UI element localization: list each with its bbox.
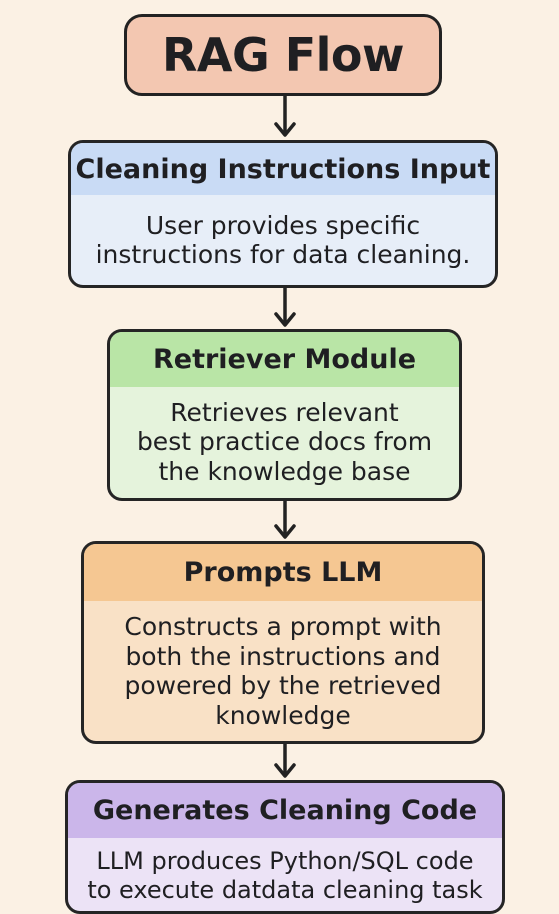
arrow-step3-to-step4 bbox=[274, 744, 296, 781]
arrow-step2-to-step3 bbox=[274, 501, 296, 542]
step-heading: Prompts LLM bbox=[84, 544, 482, 601]
step-heading: Generates Cleaning Code bbox=[68, 783, 502, 838]
step-description-line: LLM produces Python/SQL code bbox=[96, 847, 474, 876]
step-description-line: best practice docs from bbox=[136, 427, 433, 457]
step-cleaning-instructions-input: Cleaning Instructions Input User provide… bbox=[68, 140, 498, 288]
step-generates-cleaning-code: Generates Cleaning Code LLM produces Pyt… bbox=[65, 780, 505, 914]
step-retriever-module: Retriever Module Retrieves relevant best… bbox=[107, 329, 462, 501]
step-description: LLM produces Python/SQL code to execute … bbox=[68, 838, 502, 911]
step-description-line: instructions for data cleaning. bbox=[95, 240, 471, 269]
step-heading: Cleaning Instructions Input bbox=[71, 143, 495, 195]
step-description-line: Retrieves relevant bbox=[170, 397, 399, 427]
step-description-line: to execute datdata cleaning task bbox=[87, 875, 483, 904]
step-heading: Retriever Module bbox=[110, 332, 459, 387]
step-description-line: User provides specific bbox=[145, 210, 421, 240]
diagram-title: RAG Flow bbox=[124, 14, 442, 96]
step-description-line: both the instructions and bbox=[125, 641, 441, 671]
step-description-line: powered by the retrieved bbox=[124, 671, 442, 700]
step-prompts-llm: Prompts LLM Constructs a prompt with bot… bbox=[81, 541, 485, 744]
step-description: Constructs a prompt with both the instru… bbox=[84, 601, 482, 741]
step-description: Retrieves relevant best practice docs fr… bbox=[110, 387, 459, 497]
arrow-title-to-step1 bbox=[274, 96, 296, 140]
step-description-line: the knowledge base bbox=[158, 456, 411, 486]
step-description-line: Constructs a prompt with bbox=[124, 612, 442, 641]
step-description: User provides specific instructions for … bbox=[71, 195, 495, 285]
step-description-line: knowledge bbox=[215, 700, 351, 730]
arrow-step1-to-step2 bbox=[274, 288, 296, 330]
